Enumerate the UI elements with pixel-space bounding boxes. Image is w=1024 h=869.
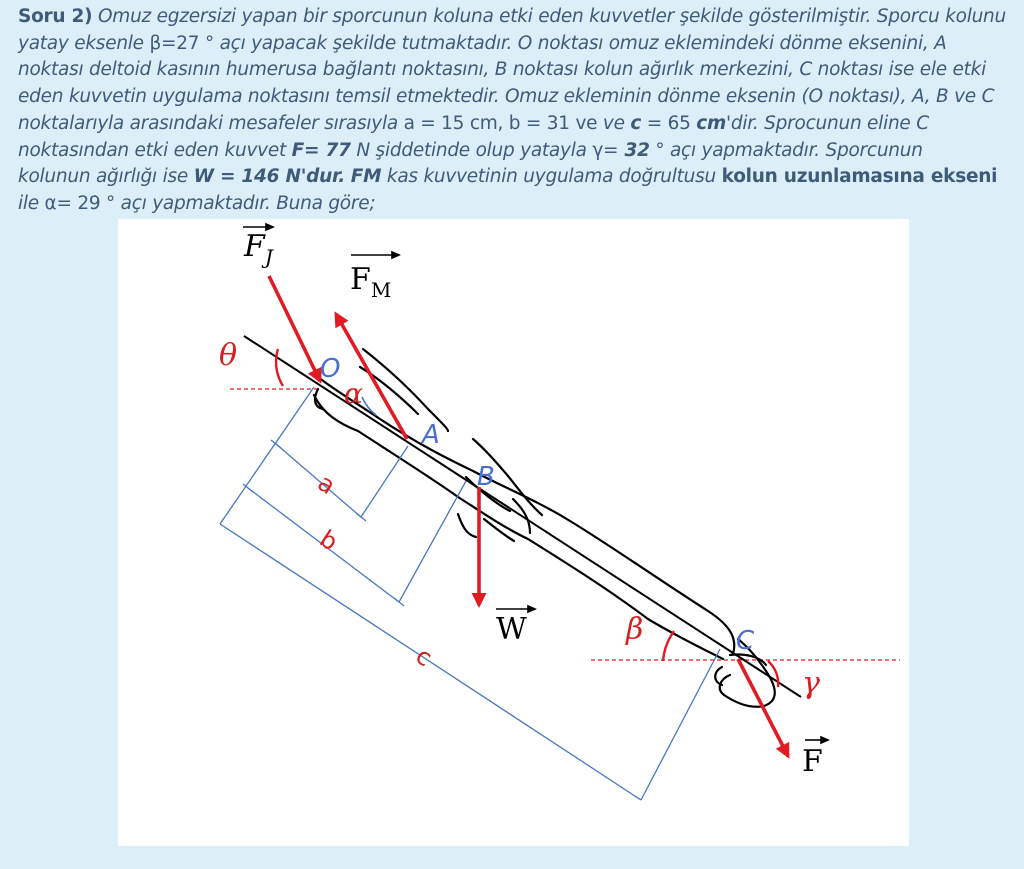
question-segment: ° açı yapmaktadır. Buna göre; bbox=[100, 192, 376, 214]
label-point-A: A bbox=[420, 420, 440, 450]
diagram-svg: FJ FM W F O A B C θ α β γ a b c bbox=[219, 222, 900, 801]
question-segment: c bbox=[630, 112, 642, 134]
theta-arc bbox=[274, 348, 285, 387]
question-text: Soru 2) Omuz egzersizi yapan bir sporcun… bbox=[18, 4, 1008, 218]
question-segment: noktasından etki eden kuvvet bbox=[18, 139, 292, 161]
force-FM-arrow bbox=[334, 311, 409, 440]
question-line: noktasından etki eden kuvvet F= 77 N şid… bbox=[18, 138, 1008, 165]
label-point-O: O bbox=[320, 354, 340, 384]
question-line: kolunun ağırlığı ise W = 146 N'dur. FM k… bbox=[18, 164, 1008, 191]
question-segment: 'dir. Sprocunun eline C bbox=[726, 112, 929, 134]
label-theta: θ bbox=[219, 338, 237, 373]
question-segment: 77 bbox=[319, 139, 351, 161]
label-gamma: γ bbox=[802, 666, 820, 701]
question-segment: cm bbox=[696, 112, 727, 134]
beta-arc bbox=[661, 630, 675, 662]
question-segment: noktası deltoid kasının humerusa bağlant… bbox=[18, 59, 986, 81]
question-segment: kas kuvvetinin uygulama doğrultusu bbox=[381, 166, 722, 188]
vector-overbars bbox=[243, 222, 831, 745]
question-segment: kolunun ağırlığı ise bbox=[18, 166, 194, 188]
dimension-ticks bbox=[242, 439, 405, 607]
question-segment: W bbox=[193, 166, 214, 188]
force-F-arrow bbox=[736, 658, 790, 759]
question-segment: noktalarıyla arasındaki mesafeler sırası… bbox=[18, 112, 404, 134]
label-F: F bbox=[802, 744, 823, 779]
label-alpha: α bbox=[344, 377, 363, 410]
question-line: noktalarıyla arasındaki mesafeler sırası… bbox=[18, 111, 1008, 138]
label-dim-c: c bbox=[411, 642, 437, 673]
question-segment: = 65 bbox=[641, 112, 697, 134]
arm-axis-line bbox=[243, 335, 802, 698]
question-segment: 29 bbox=[71, 192, 101, 214]
question-segment: 32 bbox=[618, 139, 650, 161]
question-line: noktası deltoid kasının humerusa bağlant… bbox=[18, 57, 1008, 84]
arm-sketch bbox=[312, 347, 776, 708]
label-beta: β bbox=[625, 612, 643, 647]
question-segment: yatay eksenle bbox=[18, 32, 150, 54]
question-segment: ve bbox=[597, 112, 631, 134]
question-segment: β=27 bbox=[149, 32, 200, 54]
force-FJ-arrow bbox=[267, 275, 322, 384]
alpha-arc bbox=[361, 396, 377, 416]
question-segment: ° açı yapmaktadır. Sporcunun bbox=[649, 139, 923, 161]
label-point-C: C bbox=[736, 626, 755, 656]
gamma-arc bbox=[767, 660, 780, 688]
question-line: ile α= 29 ° açı yapmaktadır. Buna göre; bbox=[18, 191, 1008, 218]
label-FJ: FJ bbox=[243, 229, 274, 269]
question-segment: eden kuvvetin uygulama noktasını temsil … bbox=[18, 86, 995, 108]
question-line: yatay eksenle β=27 ° açı yapacak şekilde… bbox=[18, 31, 1008, 58]
label-dim-b: b bbox=[315, 525, 343, 557]
question-segment: a = 15 cm, b = 31 ve bbox=[403, 112, 598, 134]
arm-force-diagram: FJ FM W F O A B C θ α β γ a b c bbox=[118, 219, 909, 846]
question-line: eden kuvvetin uygulama noktasını temsil … bbox=[18, 84, 1008, 111]
label-FM: FM bbox=[350, 262, 391, 302]
question-segment: FM bbox=[350, 166, 382, 188]
question-segment: = 146 N'dur. bbox=[213, 166, 346, 188]
question-segment: ° açı yapacak şekilde tutmaktadır. O nok… bbox=[199, 32, 947, 54]
question-segment: N şiddetinde olup yatayla bbox=[350, 139, 593, 161]
question-segment: Soru 2) bbox=[18, 6, 93, 27]
question-line: Soru 2) Omuz egzersizi yapan bir sporcun… bbox=[18, 4, 1008, 31]
question-segment: γ= bbox=[592, 139, 619, 161]
question-segment: Omuz egzersizi yapan bir sporcunun kolun… bbox=[92, 6, 1007, 27]
question-segment: F= bbox=[291, 139, 320, 161]
question-segment: α= bbox=[44, 192, 72, 214]
question-segment: ile bbox=[18, 192, 45, 214]
label-point-B: B bbox=[477, 462, 495, 492]
dimension-lines bbox=[219, 386, 721, 801]
question-segment: kolun uzunlamasına ekseni bbox=[721, 166, 998, 188]
label-W: W bbox=[496, 612, 527, 647]
